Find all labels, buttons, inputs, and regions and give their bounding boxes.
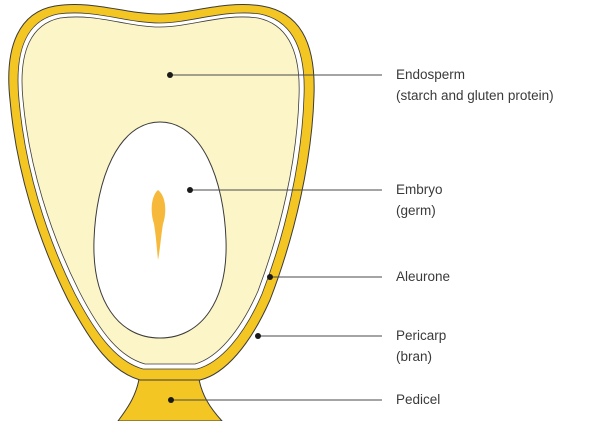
embryo-label: Embryo <box>396 182 443 197</box>
embryo-sublabel: (germ) <box>396 203 436 218</box>
pericarp-marker <box>255 333 261 339</box>
pedicel-label: Pedicel <box>396 392 440 407</box>
aleurone-label: Aleurone <box>396 269 450 284</box>
embryo-marker <box>187 187 193 193</box>
pedicel-marker <box>168 397 174 403</box>
pericarp-label: Pericarp <box>396 328 446 343</box>
endosperm-marker <box>167 72 173 78</box>
pericarp-sublabel: (bran) <box>396 349 432 364</box>
aleurone-marker <box>267 274 273 280</box>
endosperm-label: Endosperm <box>396 67 465 82</box>
endosperm-sublabel: (starch and gluten protein) <box>396 88 554 103</box>
